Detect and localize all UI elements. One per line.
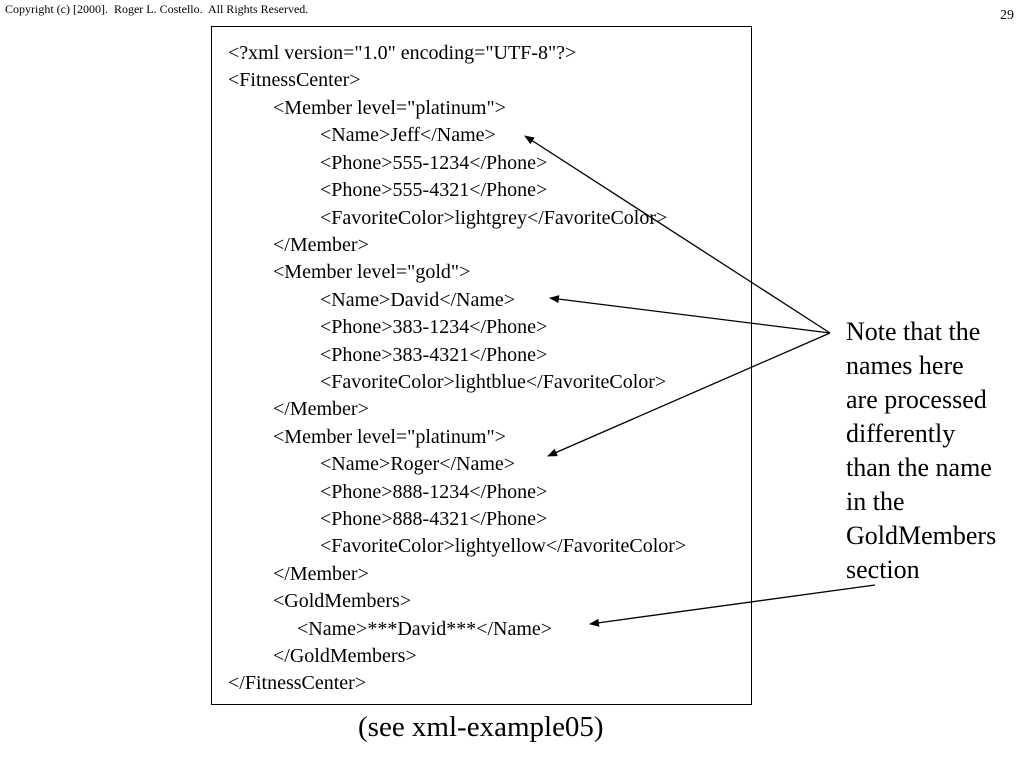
arrow-to-david <box>549 295 831 334</box>
see-example-caption: (see xml-example05) <box>358 711 604 743</box>
code-line-phone: <Phone>555-1234</Phone> <box>320 152 548 174</box>
code-line-name-jeff: <Name>Jeff</Name> <box>320 124 496 146</box>
code-line-name-david-gold: <Name>***David***</Name> <box>297 618 553 640</box>
code-line-phone: <Phone>383-4321</Phone> <box>320 344 548 366</box>
code-line-phone: <Phone>888-1234</Phone> <box>320 481 548 503</box>
page-number: 29 <box>1000 8 1014 23</box>
arrow-to-roger <box>547 332 831 457</box>
code-line-xml-declaration: <?xml version="1.0" encoding="UTF-8"?> <box>228 42 577 64</box>
copyright-notice: Copyright (c) [2000]. Roger L. Costello.… <box>5 2 309 16</box>
code-line-member-close: </Member> <box>273 398 369 420</box>
note-line: names here <box>846 351 964 380</box>
note-line: differently <box>846 419 956 448</box>
code-line-fitnesscenter-close: </FitnessCenter> <box>228 672 367 694</box>
note-line: GoldMembers <box>846 521 997 550</box>
code-line-favoritecolor: <FavoriteColor>lightblue</FavoriteColor> <box>320 371 667 393</box>
code-line-member-close: </Member> <box>273 234 369 256</box>
arrow-to-gold-david <box>589 584 876 627</box>
code-line-goldmembers-open: <GoldMembers> <box>273 590 412 612</box>
note-line: Note that the <box>846 317 981 346</box>
code-line-fitnesscenter-open: <FitnessCenter> <box>228 69 361 91</box>
code-line-member-open: <Member level="platinum"> <box>273 426 506 448</box>
note-line: than the name <box>846 453 992 482</box>
note-line: are processed <box>846 385 987 414</box>
note-line: in the <box>846 487 905 516</box>
code-line-favoritecolor: <FavoriteColor>lightgrey</FavoriteColor> <box>320 207 668 229</box>
code-line-phone: <Phone>888-4321</Phone> <box>320 508 548 530</box>
code-line-goldmembers-close: </GoldMembers> <box>273 645 417 667</box>
code-line-phone: <Phone>555-4321</Phone> <box>320 179 548 201</box>
annotation-note: Note that the names here are processed d… <box>846 315 996 587</box>
arrow-to-jeff <box>524 135 831 334</box>
code-line-member-close: </Member> <box>273 563 369 585</box>
code-line-member-open: <Member level="gold"> <box>273 261 471 283</box>
code-line-phone: <Phone>383-1234</Phone> <box>320 316 548 338</box>
code-line-favoritecolor: <FavoriteColor>lightyellow</FavoriteColo… <box>320 535 687 557</box>
xml-code-box <box>211 26 752 705</box>
code-line-member-open: <Member level="platinum"> <box>273 97 506 119</box>
code-line-name-roger: <Name>Roger</Name> <box>320 453 516 475</box>
note-line: section <box>846 555 920 584</box>
code-line-name-david: <Name>David</Name> <box>320 289 516 311</box>
